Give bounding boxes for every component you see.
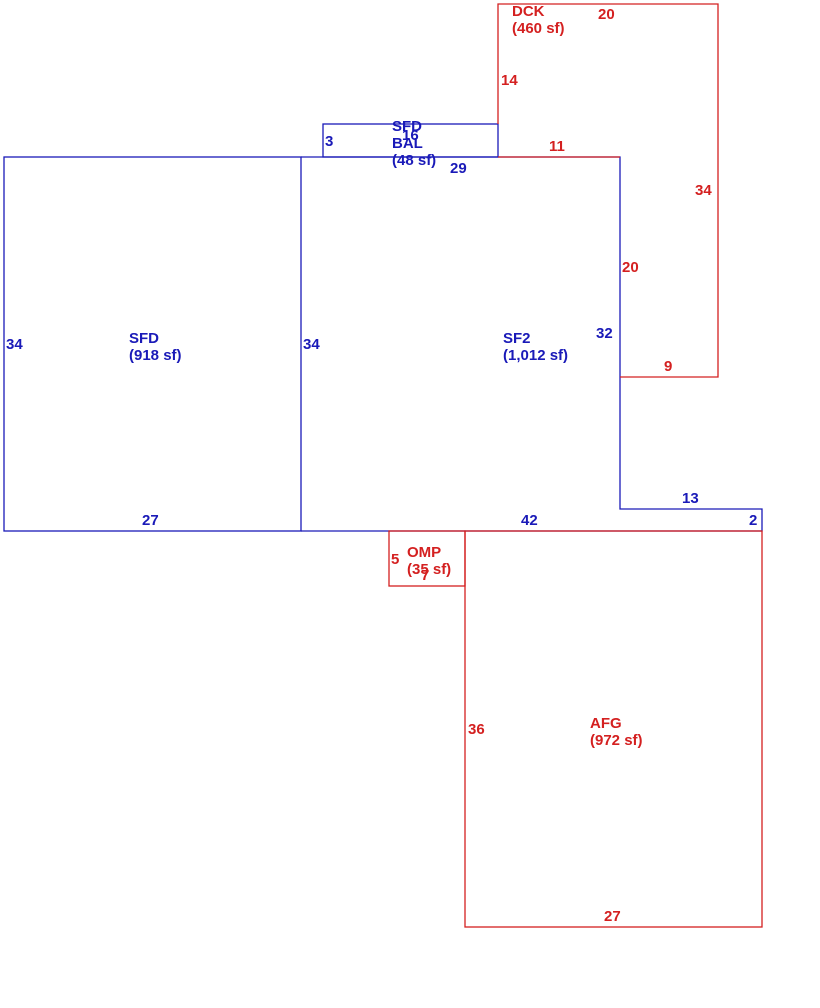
dim-bal-left: 3	[325, 133, 333, 150]
bal-outline	[322, 123, 499, 158]
dim-bal-top: 16	[402, 127, 419, 144]
dim-dck-bottom: 9	[664, 358, 672, 375]
dim-dck-left-lower: 20	[622, 259, 639, 276]
dim-step-right: 2	[749, 512, 757, 529]
afg-outline	[464, 530, 763, 928]
dck-area: (460 sf)	[512, 20, 565, 37]
dim-sf2-right: 32	[596, 325, 613, 342]
afg-label: AFG	[590, 715, 622, 732]
dim-sfd-right: 34	[303, 336, 320, 353]
dim-dck-right: 34	[695, 182, 712, 199]
sf2-area: (1,012 sf)	[503, 347, 568, 364]
omp-label: OMP	[407, 544, 441, 561]
bal-label-line2: BAL	[392, 135, 423, 152]
bal-area: (48 sf)	[392, 152, 436, 169]
dck-label: DCK	[512, 3, 545, 20]
dim-sfd-left: 34	[6, 336, 23, 353]
dim-omp-bottom: 7	[421, 567, 429, 584]
afg-area: (972 sf)	[590, 732, 643, 749]
sf2-label: SF2	[503, 330, 531, 347]
omp-area: (35 sf)	[407, 561, 451, 578]
dck-outline	[497, 3, 719, 378]
sfd-label: SFD	[129, 330, 159, 347]
sfd-outline	[3, 156, 302, 532]
dim-sf2-bottom: 42	[521, 512, 538, 529]
dim-step-top: 13	[682, 490, 699, 507]
dim-dck-top: 20	[598, 6, 615, 23]
dim-omp-left: 5	[391, 551, 399, 568]
dim-sfd-bottom: 27	[142, 512, 159, 529]
sfd-area: (918 sf)	[129, 347, 182, 364]
dim-sf2-top: 29	[450, 160, 467, 177]
dim-dck-mid-top: 11	[549, 138, 565, 155]
dim-afg-bottom: 27	[604, 908, 621, 925]
dim-afg-left: 36	[468, 721, 485, 738]
bal-label-line1: SFD	[392, 118, 422, 135]
dim-dck-left-upper: 14	[501, 72, 518, 89]
sf2-outline	[301, 156, 763, 532]
